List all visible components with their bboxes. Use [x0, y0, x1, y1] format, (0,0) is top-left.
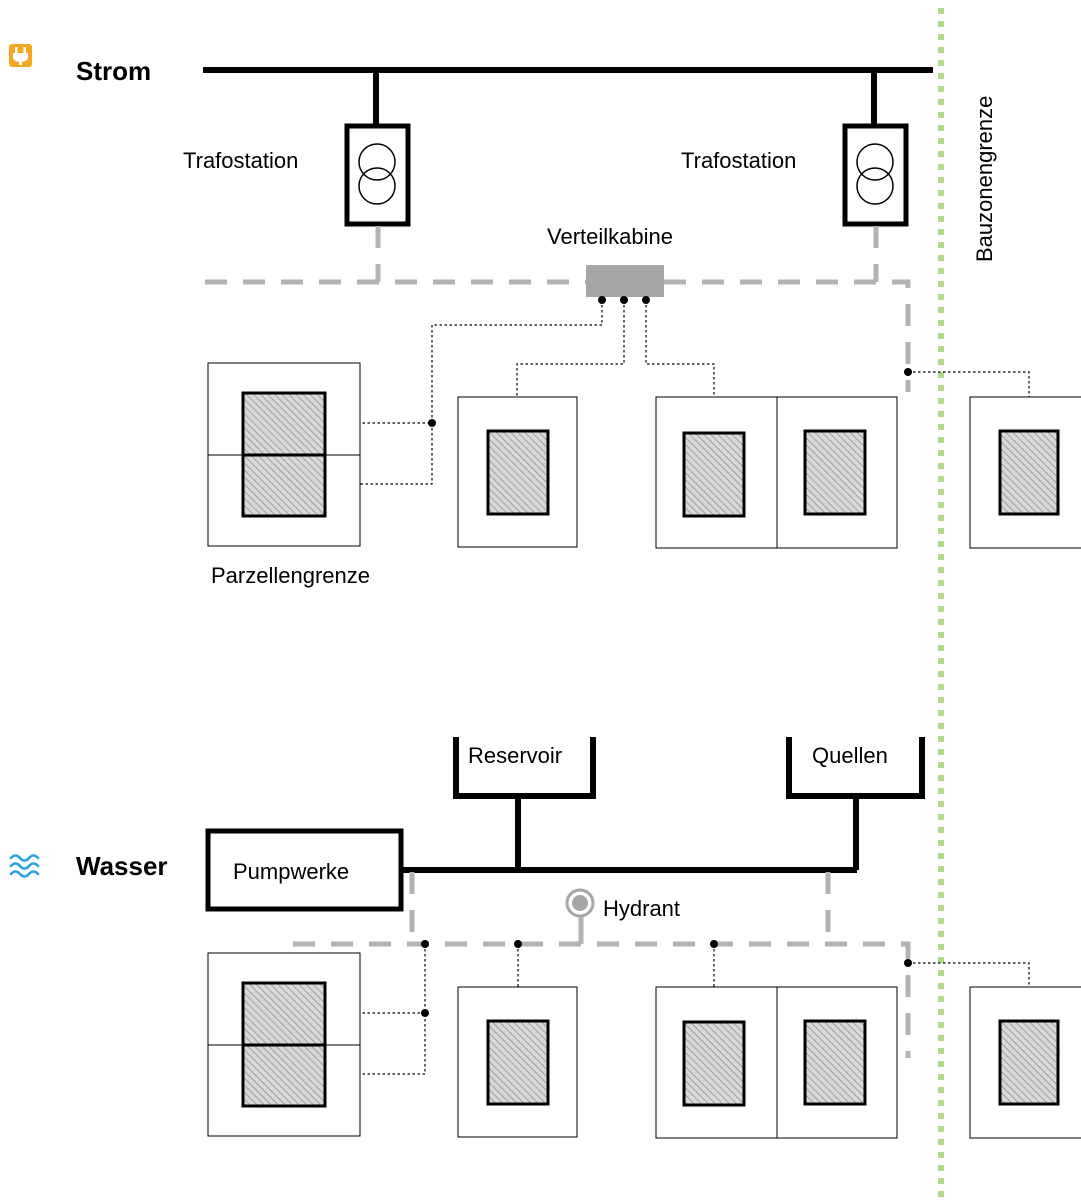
hydrant-label: Hydrant	[603, 896, 680, 921]
wasser-section: Wasser Reservoir Quellen Pumpwerke	[9, 737, 1081, 1139]
pumpwerke	[205, 828, 404, 912]
wasser-parcels	[207, 952, 1081, 1139]
strom-parcels	[207, 362, 1081, 549]
parzellengrenze-label: Parzellengrenze	[211, 563, 370, 588]
reservoir-label: Reservoir	[468, 743, 562, 768]
wasser-title: Wasser	[76, 851, 168, 881]
strom-title: Strom	[76, 56, 151, 86]
strom-section: Strom Trafostation Trafostation Verteilk…	[9, 44, 1081, 588]
verteilkabine	[586, 265, 664, 297]
wasser-distribution-lines	[293, 872, 911, 1058]
power-plug-icon	[9, 44, 32, 67]
water-waves-icon	[9, 854, 40, 878]
reservoir	[453, 737, 596, 799]
trafostation-1	[344, 123, 411, 227]
pumpwerke-label: Pumpwerke	[233, 859, 349, 884]
trafostation-2	[842, 123, 909, 227]
bauzonengrenze-label: Bauzonengrenze	[972, 96, 997, 262]
strom-distribution-lines	[205, 226, 911, 392]
quellen-label: Quellen	[812, 743, 888, 768]
trafostation-2-label: Trafostation	[681, 148, 796, 173]
verteilkabine-label: Verteilkabine	[547, 224, 673, 249]
hydrant-icon	[565, 888, 595, 918]
trafostation-1-label: Trafostation	[183, 148, 298, 173]
